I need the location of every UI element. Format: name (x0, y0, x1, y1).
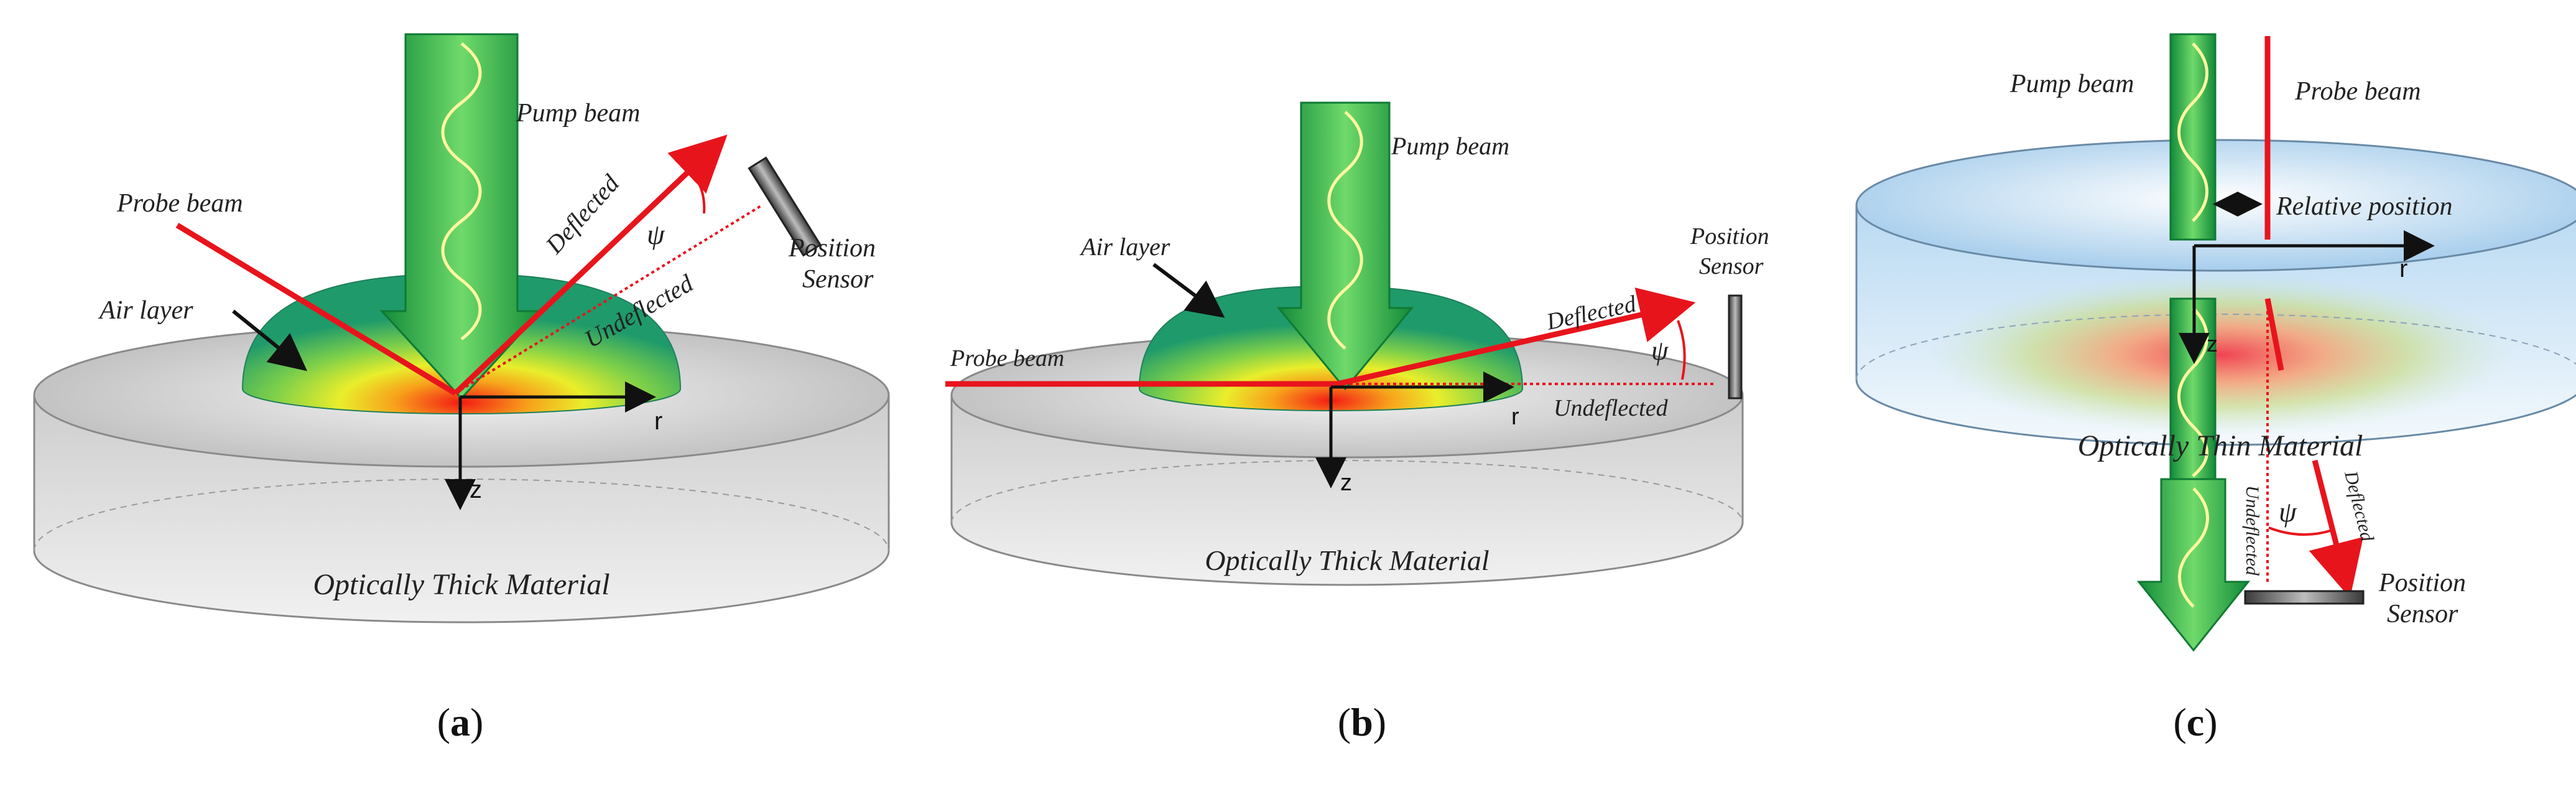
caption-c: (c) (2173, 700, 2217, 744)
probe-beam-label: Probe beam (950, 345, 1064, 371)
sensor-label-line1: Position (2378, 569, 2466, 597)
sensor-label-line1: Position (788, 234, 876, 263)
axis-r-label: r (2399, 255, 2407, 282)
material-label: Optically Thick Material (313, 568, 609, 601)
probe-beam-label: Probe beam (2294, 77, 2421, 106)
pump-beam-column (2169, 33, 2217, 480)
material-label: Optically Thin Material (2078, 429, 2363, 462)
sensor-label-line2: Sensor (2387, 600, 2458, 628)
air-layer-label: Air layer (1079, 233, 1170, 261)
deflected-beam-line (1337, 287, 1696, 387)
pump-beam-label: Pump beam (2009, 70, 2134, 98)
relative-position-label: Relative position (2276, 192, 2452, 221)
psi-arc (2268, 526, 2333, 536)
pump-wave (441, 42, 482, 340)
pump-beam-exit-arrow (2136, 478, 2251, 652)
deflected-beam-line (453, 134, 728, 396)
psi-arc (1677, 320, 1686, 380)
position-sensor (1728, 294, 1743, 399)
pump-beam-arrow (1276, 101, 1414, 391)
axis-z-label: z (1340, 470, 1352, 496)
caption-b: (b) (1338, 700, 1386, 744)
psi-label: ψ (1651, 335, 1669, 366)
axis-r-label: r (1511, 404, 1519, 430)
undeflected-label: Undeflected (2242, 485, 2263, 576)
deflected-label: Deflected (2340, 469, 2378, 544)
deflected-beam-line (2309, 459, 2363, 599)
psi-label: ψ (647, 218, 665, 250)
axis-r-label: r (654, 408, 662, 435)
panel-c: Pump beam Probe beam Relative position r… (1855, 33, 2576, 744)
panel-a: Pump beam Probe beam Air layer Deflected… (33, 33, 890, 744)
air-layer-label: Air layer (98, 296, 193, 325)
psi-arc (688, 168, 706, 214)
undeflected-beam-line (454, 204, 763, 394)
thin-heat-zone (1928, 274, 2513, 436)
sensor-label-line2: Sensor (802, 265, 874, 294)
axis-z-label: z (470, 476, 482, 503)
sensor-label-line1: Position (1690, 223, 1769, 250)
position-sensor (748, 156, 822, 257)
pump-beam-label: Pump beam (516, 99, 640, 128)
undeflected-label: Undeflected (1554, 395, 1669, 421)
panel-b: Pump beam Probe beam Air layer Deflected… (945, 101, 1769, 744)
psi-label: ψ (2279, 496, 2297, 528)
air-layer-pointer (1152, 263, 1225, 318)
material-label: Optically Thick Material (1205, 544, 1489, 576)
probe-beam-label: Probe beam (116, 189, 243, 218)
probe-beam-line (175, 223, 457, 396)
axis-z-label: z (2207, 331, 2218, 357)
pump-beam-arrow (379, 33, 544, 400)
probe-beam-inside (2264, 298, 2284, 371)
position-sensor (2244, 590, 2365, 605)
sensor-label-line2: Sensor (1699, 253, 1764, 279)
pump-beam-label: Pump beam (1391, 132, 1509, 160)
pump-wave (1327, 111, 1363, 350)
air-layer-pointer (232, 309, 307, 371)
caption-a: (a) (437, 700, 484, 744)
